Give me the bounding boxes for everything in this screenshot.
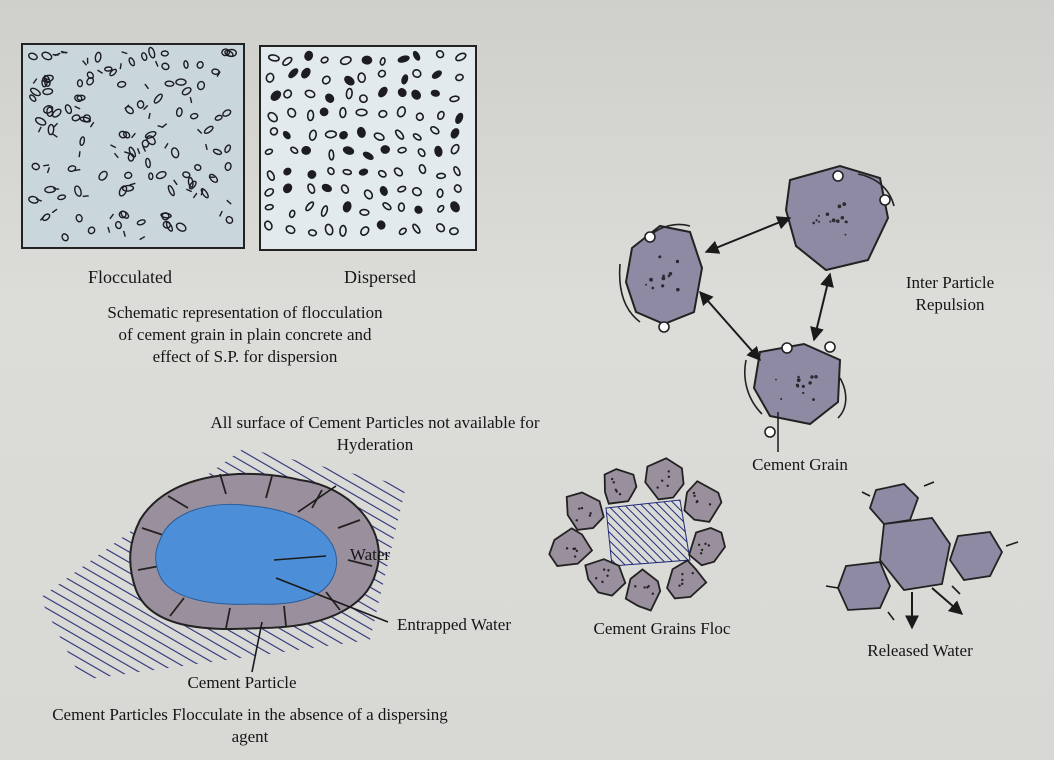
released-water-label: Released Water (840, 640, 1000, 662)
cement-grains-floc (549, 458, 725, 610)
floc-caption: Cement Particles Flocculate in the absen… (40, 704, 460, 748)
surface-not-available-label: All surface of Cement Particles not avai… (210, 412, 540, 456)
cement-grain-label: Cement Grain (730, 454, 870, 476)
flocculated-panel (22, 44, 244, 248)
flocculated-label: Flocculated (70, 266, 190, 288)
water-label: Water (330, 544, 410, 566)
inter-particle-repulsion-label: Inter Particle Repulsion (890, 272, 1010, 316)
entrapped-water-label: Entrapped Water (364, 614, 544, 636)
cement-grains-floc-label: Cement Grains Floc (582, 618, 742, 640)
released-water-particles (826, 482, 1018, 628)
dispersed-label: Dispersed (320, 266, 440, 288)
dispersed-panel (260, 46, 476, 250)
schematic-caption: Schematic representation of flocculation… (100, 302, 390, 368)
cement-particle-label: Cement Particle (152, 672, 332, 694)
